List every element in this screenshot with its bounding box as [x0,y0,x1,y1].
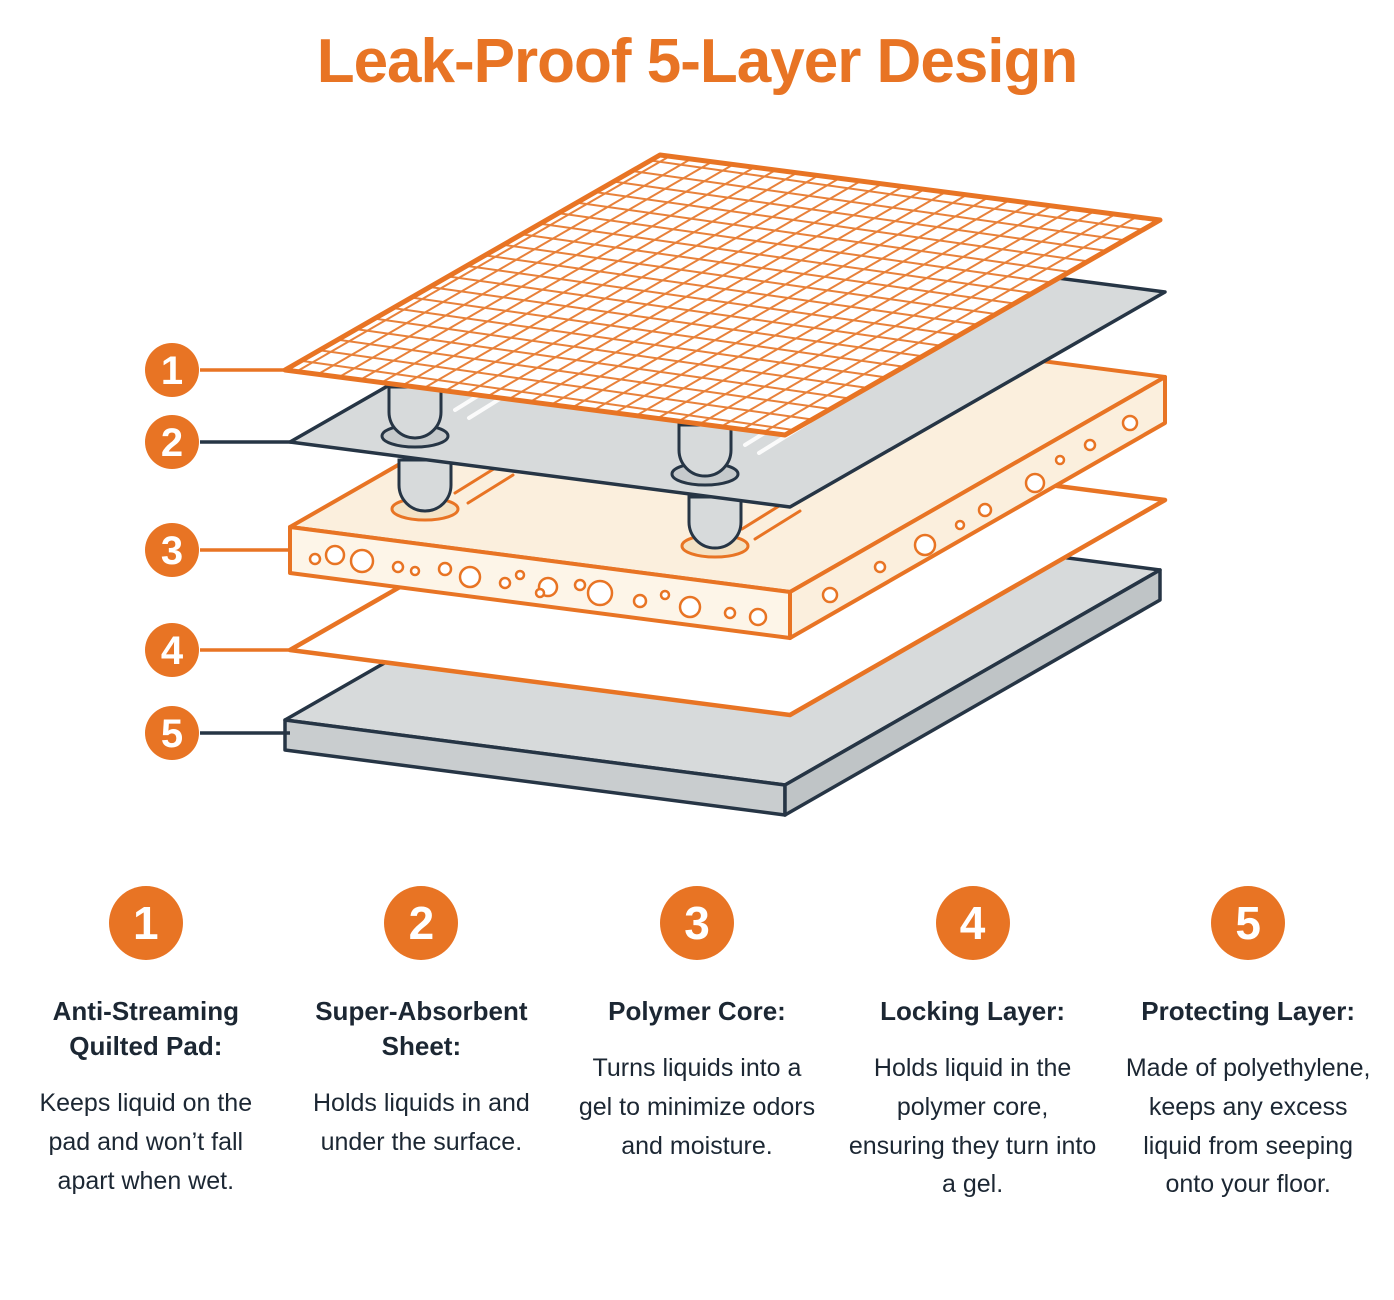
legend-badge-1: 1 [108,886,183,960]
legend-heading-2: Super-Absorbent Sheet: [315,996,528,1062]
callout-3-badge [145,523,199,577]
callout-5: 5 [145,706,290,760]
legend-item-4: 4 Locking Layer: Holds liquid in the pol… [835,886,1111,1204]
page-title: Leak-Proof 5-Layer Design [316,27,1079,96]
callout-2-number: 2 [161,421,183,465]
legend-badge-5: 5 [1211,886,1286,960]
legend-badge-3: 3 [659,886,734,960]
legend-heading-3: Polymer Core: [608,996,786,1026]
legend-description-4: Holds liquid in the polymer core, ensuri… [848,1054,1097,1199]
legend-item-2: 2 Super-Absorbent Sheet: Holds liquids i… [284,886,560,1204]
callout-5-badge [145,706,199,760]
legend-item-3: 3 Polymer Core: Turns liquids into a gel… [559,886,835,1204]
callout-1: 1 [145,343,290,397]
legend-heading-5: Protecting Layer: [1141,996,1356,1026]
core-bubbles-front [308,544,768,627]
legend-heading-4: Locking Layer: [880,996,1066,1026]
legend-description-5: Made of polyethylene, keeps any excess l… [1125,1054,1371,1199]
callout-1-number: 1 [161,349,183,393]
legend-item-1: 1 Anti-Streaming Quilted Pad: Keeps liqu… [8,886,284,1204]
callout-5-number: 5 [161,712,183,756]
legend-heading-1: Anti-Streaming Quilted Pad: [52,996,239,1062]
funnels-layer2-to-layer3 [390,458,750,559]
legend-badge-4: 4 [935,886,1010,960]
callout-3: 3 [145,523,292,577]
legend-item-5: 5 Protecting Layer: Made of polyethylene… [1110,886,1386,1204]
funnels-layer1-to-layer2 [380,385,740,487]
callout-2-badge [145,415,199,469]
callout-2: 2 [145,415,292,469]
callout-3-number: 3 [161,529,183,573]
legend-description-1: Keeps liquid on the pad and won’t fall a… [39,1089,253,1195]
callouts: 1 2 3 4 5 [145,343,292,760]
legend-badge-2: 2 [384,886,459,960]
legend: 1 Anti-Streaming Quilted Pad: Keeps liqu… [0,886,1394,1204]
callout-1-badge [145,343,199,397]
callout-4-number: 4 [161,629,184,673]
legend-description-3: Turns liquids into a gel to minimize odo… [578,1054,816,1160]
layer-diagram-svg: 1 2 3 4 5 [145,152,1168,817]
exploded-layers-diagram: 1 2 3 4 5 [0,115,1394,830]
layer-1-mesh-shape [282,152,1163,438]
core-bubbles-side [821,414,1139,604]
legend-description-2: Holds liquids in and under the surface. [312,1089,530,1156]
callout-4-badge [145,623,199,677]
callout-4: 4 [145,623,292,677]
